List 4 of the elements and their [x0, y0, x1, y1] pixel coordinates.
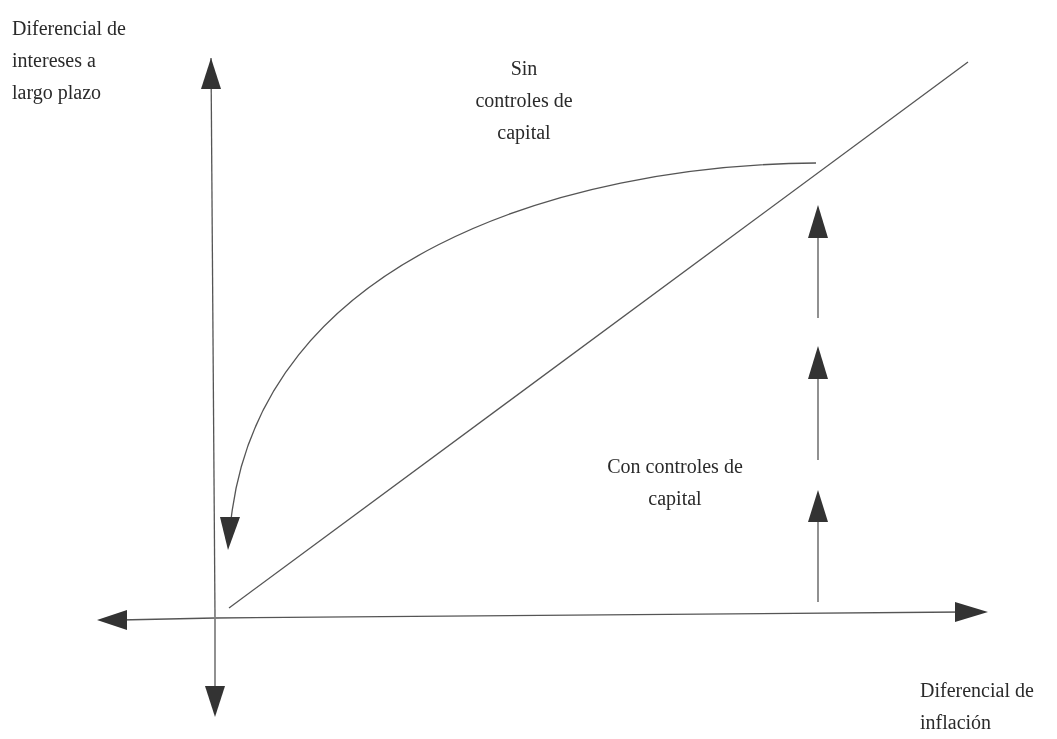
region-label: Con controles de capital	[606, 454, 744, 512]
axis-label: Diferencial de intereses a largo plazo	[12, 16, 127, 106]
curve-label: Sin controles de capital	[475, 56, 573, 146]
axis-label: Diferencial de inflación	[920, 678, 1035, 735]
